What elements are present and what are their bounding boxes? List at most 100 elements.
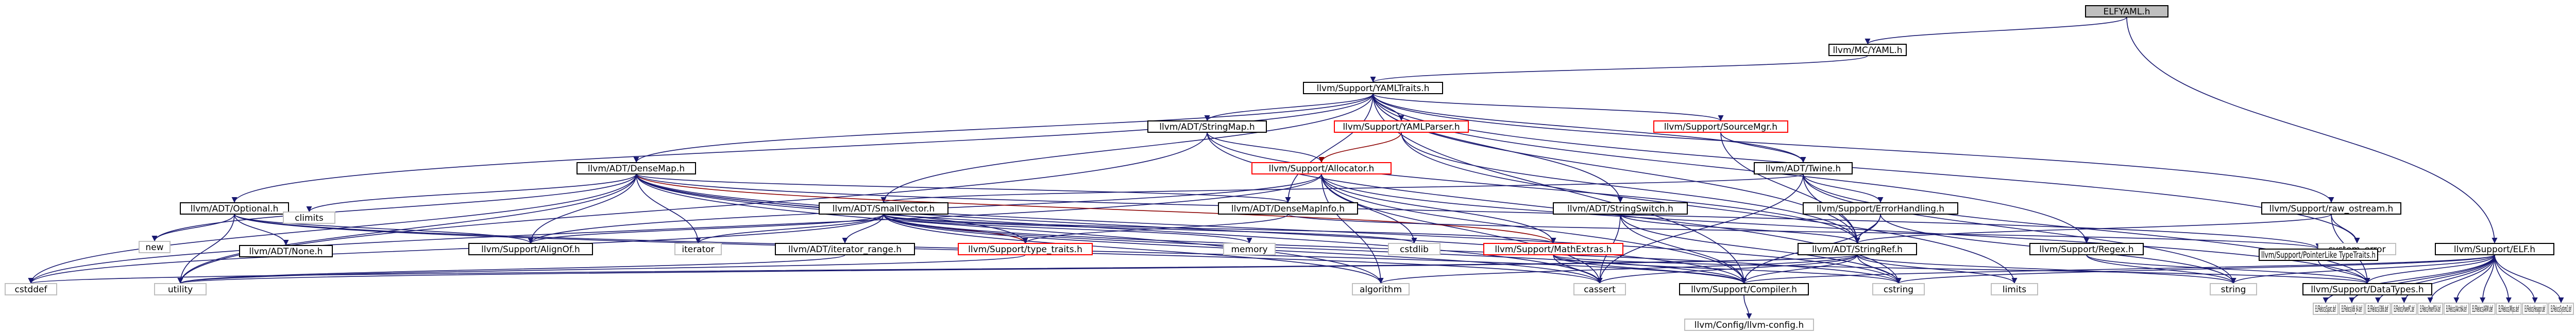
node-systemzdef: ELFRelocs/SystemZ.def: [2548, 303, 2574, 315]
node-root[interactable]: ELFYAML.h: [2085, 5, 2168, 17]
node-mathextras[interactable]: llvm/Support/MathExtras.h: [1483, 243, 1623, 255]
edge-densemap-to-algorithm: [636, 173, 1384, 284]
edge-elfh-to-mipsdef: [2494, 254, 2512, 304]
node-aarch64def-label: ELFRelocs/AArch64.def: [2446, 304, 2467, 314]
edge-densemap-to-pointerlike: [636, 173, 2321, 250]
edge-allocator-to-algorithm: [1321, 173, 1384, 284]
edge-optional-to-alignof: [234, 214, 534, 244]
node-none[interactable]: llvm/ADT/None.h: [239, 245, 333, 257]
node-twine[interactable]: llvm/ADT/Twine.h: [1754, 162, 1853, 174]
node-cassert: cassert: [1573, 283, 1626, 295]
edge-densemap-to-cstring: [636, 173, 1902, 284]
nodes-layer: ELFYAML.h llvm/MC/YAML.h llvm/Support/YAML…: [5, 5, 2574, 331]
edge-optional-to-new: [151, 214, 235, 242]
node-allocator[interactable]: llvm/Support/Allocator.h: [1251, 162, 1392, 174]
node-yamlparser[interactable]: llvm/Support/YAMLParser.h: [1334, 120, 1469, 133]
edge-stringmap-to-utility: [177, 132, 1208, 284]
node-compiler-box: [1679, 283, 1809, 295]
edge-sourcemgr-to-twine: [1720, 132, 1806, 163]
edge-stringref-to-algorithm: [1378, 254, 1858, 284]
node-cstdlib-label: cstdlib: [1400, 244, 1429, 255]
node-mcyaml[interactable]: llvm/MC/YAML.h: [1828, 44, 1907, 56]
node-sourcemgr[interactable]: llvm/Support/SourceMgr.h: [1653, 120, 1788, 133]
edge-elfh-to-hexagondef: [2494, 254, 2538, 304]
edge-mathextras-to-compiler: [1553, 254, 1747, 284]
node-alignof-label: llvm/Support/AlignOf.h: [481, 244, 580, 255]
node-cstdlib: cstdlib: [1388, 243, 1440, 255]
node-iterator: iterator: [674, 243, 722, 255]
node-datatypes-label: llvm/Support/DataTypes.h: [2311, 285, 2424, 295]
node-aarch64def-box: [2443, 303, 2469, 315]
node-sparcdef-box: [2313, 303, 2338, 315]
node-typetraits-label: llvm/Support/type_traits.h: [968, 244, 1082, 255]
node-alignof[interactable]: llvm/Support/AlignOf.h: [468, 243, 593, 255]
node-mipsdef-box: [2496, 303, 2522, 315]
node-cstddef: cstddef: [5, 283, 57, 295]
node-errorhandling-box: [1803, 202, 1958, 215]
node-hexagondef-label: ELFRelocs/Hexagon.def: [2524, 304, 2545, 314]
node-pointerlike[interactable]: llvm/Support/PointerLike TypeTraits.h: [2259, 249, 2378, 261]
node-sourcemgr-box: [1653, 120, 1788, 133]
node-cstddef-box: [5, 283, 57, 295]
node-regex[interactable]: llvm/Support/Regex.h: [2029, 243, 2144, 255]
node-densemap[interactable]: llvm/ADT/DenseMap.h: [577, 162, 696, 174]
node-ppcdef-label: ELFRelocs/PowerPC.def: [2394, 304, 2414, 314]
node-ppc64def-box: [2417, 303, 2444, 315]
edge-smallvector-to-memory: [883, 214, 1252, 244]
edge-yamltraits-to-densemapinfo: [1285, 93, 1374, 203]
edge-twine-to-string: [1803, 173, 2236, 284]
node-new-label: new: [145, 242, 163, 253]
node-errorhandling-label: llvm/Support/ErrorHandling.h: [1817, 204, 1944, 214]
edge-stringref-to-string: [1857, 254, 2236, 284]
node-cstring-label: cstring: [1884, 285, 1913, 295]
node-stringref[interactable]: llvm/ADT/StringRef.h: [1798, 243, 1917, 255]
edge-elfh-to-cstring: [1895, 254, 2495, 284]
node-optional[interactable]: llvm/ADT/Optional.h: [180, 202, 289, 215]
edge-stringref-to-cassert: [1597, 254, 1858, 284]
node-yamltraits[interactable]: llvm/Support/YAMLTraits.h: [1303, 82, 1443, 94]
node-limits-label: limits: [2003, 285, 2026, 295]
edge-yamltraits-to-smallvector: [880, 93, 1374, 203]
node-stringmap[interactable]: llvm/ADT/StringMap.h: [1147, 120, 1267, 133]
node-stringswitch[interactable]: llvm/ADT/StringSwitch.h: [1553, 202, 1688, 215]
edge-mcyaml-to-yamltraits: [1370, 55, 1868, 83]
edge-yamlparser-to-stringref: [1401, 132, 1860, 244]
node-memory-label: memory: [1231, 244, 1267, 255]
node-llvmconfig-label: llvm/Config/llvm-config.h: [1694, 320, 1804, 330]
edge-optional-to-utility: [177, 214, 235, 284]
node-iteratorrange[interactable]: llvm/ADT/iterator_range.h: [775, 243, 915, 255]
node-densemapinfo[interactable]: llvm/ADT/DenseMapInfo.h: [1218, 202, 1358, 215]
node-ppcdef: ELFRelocs/PowerPC.def: [2391, 303, 2417, 315]
edge-elfh-to-systemzdef: [2494, 254, 2564, 304]
edge-allocator-to-mathextras: [1321, 173, 1556, 244]
edge-stringmap-to-allocator: [1207, 132, 1325, 163]
edge-twine-to-errorhandling: [1803, 173, 1884, 203]
edge-densemap-to-mathextras: [636, 173, 1556, 244]
node-rawostream-label: llvm/Support/raw_ostream.h: [2269, 204, 2394, 214]
node-none-label: llvm/ADT/None.h: [249, 247, 323, 257]
node-algorithm-label: algorithm: [1360, 285, 1402, 295]
node-smallvector[interactable]: llvm/ADT/SmallVector.h: [819, 202, 948, 215]
node-yamlparser-box: [1334, 120, 1469, 133]
node-errorhandling[interactable]: llvm/Support/ErrorHandling.h: [1803, 202, 1958, 215]
node-typetraits[interactable]: llvm/Support/type_traits.h: [958, 243, 1093, 255]
edge-rawostream-to-stringref: [1854, 214, 2332, 244]
node-algorithm: algorithm: [1352, 283, 1410, 295]
node-typetraits-box: [958, 243, 1093, 255]
node-cassert-label: cassert: [1584, 285, 1616, 295]
node-densemap-box: [577, 162, 696, 174]
node-elfh[interactable]: llvm/Support/ELF.h: [2435, 243, 2554, 255]
node-datatypes[interactable]: llvm/Support/DataTypes.h: [2302, 283, 2432, 295]
node-regex-label: llvm/Support/Regex.h: [2039, 244, 2133, 255]
edge-yamlparser-to-allocator: [1318, 132, 1402, 163]
node-string: string: [2210, 283, 2257, 295]
edge-densemap-to-alignof: [528, 173, 637, 244]
node-string-label: string: [2221, 285, 2246, 295]
node-compiler[interactable]: llvm/Support/Compiler.h: [1679, 283, 1809, 295]
edge-yamltraits-to-rawostream: [1372, 93, 2334, 203]
node-limits: limits: [1991, 283, 2038, 295]
node-root-label: ELFYAML.h: [2103, 7, 2150, 17]
node-yamltraits-box: [1303, 82, 1443, 94]
edge-yamltraits-to-optional: [231, 93, 1374, 203]
node-rawostream[interactable]: llvm/Support/raw_ostream.h: [2261, 202, 2401, 215]
